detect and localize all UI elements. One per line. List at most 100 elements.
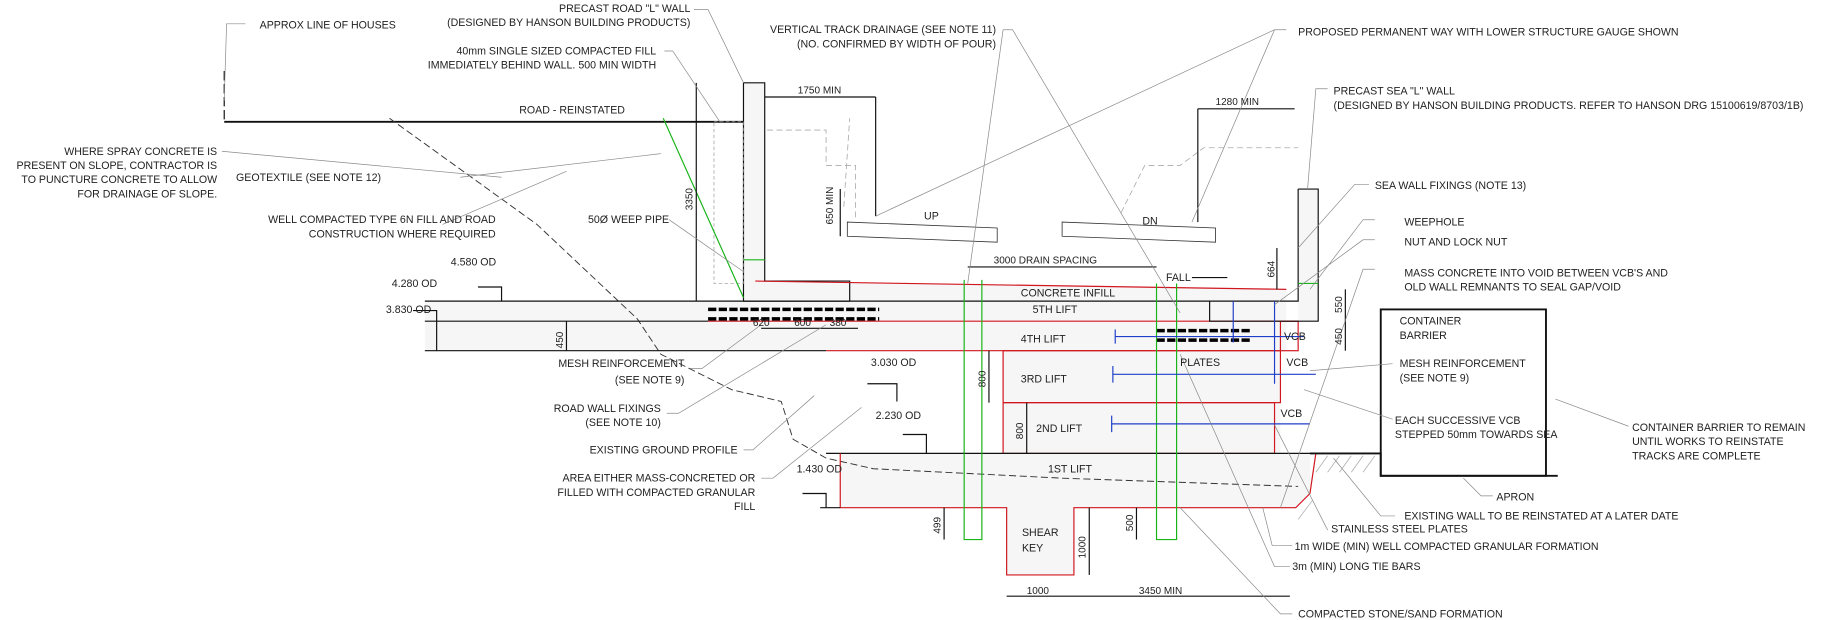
level-1430: 1.430 OD: [797, 463, 843, 475]
dim-380: 380: [830, 318, 847, 329]
label-concrete-infill: CONCRETE INFILL: [1021, 287, 1115, 299]
label-vcb-stepped-1: EACH SUCCESSIVE VCB: [1395, 415, 1521, 427]
vertical-track-drainage: [963, 279, 1178, 541]
track-up: [843, 118, 998, 243]
label-vertical-drainage-2: (NO. CONFIRMED BY WIDTH OF POUR): [797, 38, 996, 50]
dim-620: 620: [753, 318, 770, 329]
label-fill-40mm-1: 40mm SINGLE SIZED COMPACTED FILL: [456, 46, 656, 58]
leader-lines: [221, 9, 1629, 615]
label-existing-wall: EXISTING WALL TO BE REINSTATED AT A LATE…: [1404, 510, 1678, 522]
label-fill-40mm-2: IMMEDIATELY BEHIND WALL. 500 MIN WIDTH: [428, 60, 656, 72]
geotextile-line: [662, 117, 745, 298]
concrete-body: [424, 82, 1319, 575]
label-tie-bars: 3m (MIN) LONG TIE BARS: [1292, 561, 1420, 573]
level-4280: 4.280 OD: [392, 278, 438, 290]
dim-1280: 1280 MIN: [1216, 97, 1259, 108]
label-1st-lift: 1ST LIFT: [1048, 463, 1093, 475]
label-stainless: STAINLESS STEEL PLATES: [1331, 523, 1468, 535]
label-3rd-lift: 3RD LIFT: [1021, 374, 1068, 386]
label-vcb-3: VCB: [1286, 357, 1308, 369]
dim-3000: 3000 DRAIN SPACING: [994, 255, 1098, 266]
label-5th-lift: 5TH LIFT: [1033, 304, 1078, 316]
label-fall: FALL: [1166, 272, 1191, 284]
dim-600: 600: [794, 318, 811, 329]
level-markers: [413, 286, 927, 508]
label-plates: PLATES: [1180, 357, 1220, 369]
existing-ground-profile: [389, 117, 1299, 487]
label-sea-l-wall-2: (DESIGNED BY HANSON BUILDING PRODUCTS. R…: [1334, 100, 1804, 112]
label-4th-lift: 4TH LIFT: [1021, 333, 1066, 345]
label-mesh-left-1: MESH REINFORCEMENT: [558, 358, 685, 370]
dim-1000-vertical: 1000: [1078, 536, 1089, 559]
lift-outlines: [424, 280, 1381, 576]
label-dn: DN: [1142, 215, 1157, 227]
label-apron: APRON: [1496, 492, 1534, 504]
label-container-2: BARRIER: [1400, 330, 1448, 342]
label-vertical-drainage-1: VERTICAL TRACK DRAINAGE (SEE NOTE 11): [770, 24, 996, 36]
dim-450-right: 450: [1334, 328, 1345, 345]
dim-650: 650 MIN: [825, 187, 836, 225]
label-shear-key-2: KEY: [1022, 542, 1043, 554]
label-mass-concrete-2: OLD WALL REMNANTS TO SEAL GAP/VOID: [1404, 282, 1621, 294]
dim-550: 550: [1334, 296, 1345, 313]
label-granular-1m: 1m WIDE (MIN) WELL COMPACTED GRANULAR FO…: [1295, 541, 1599, 553]
label-compacted-stone: COMPACTED STONE/SAND FORMATION: [1298, 608, 1503, 620]
label-road-reinstated: ROAD - REINSTATED: [519, 105, 625, 117]
label-type-6n-1: WELL COMPACTED TYPE 6N FILL AND ROAD: [268, 214, 496, 226]
label-road-l-wall-2: (DESIGNED BY HANSON BUILDING PRODUCTS): [447, 17, 690, 29]
label-road-l-wall-1: PRECAST ROAD "L" WALL: [559, 3, 690, 15]
label-mass-concrete-1: MASS CONCRETE INTO VOID BETWEEN VCB'S AN…: [1404, 267, 1668, 279]
level-2230: 2.230 OD: [876, 410, 922, 422]
label-mesh-right-1: MESH REINFORCEMENT: [1400, 358, 1527, 370]
label-weep-pipe: 50Ø WEEP PIPE: [588, 214, 669, 226]
label-spray-concrete-3: TO PUNCTURE CONCRETE TO ALLOW: [21, 174, 217, 186]
track-dn: [1061, 147, 1299, 243]
label-nut-lock: NUT AND LOCK NUT: [1404, 237, 1507, 249]
label-sea-l-wall-1: PRECAST SEA "L" WALL: [1334, 86, 1455, 98]
dim-664: 664: [1267, 260, 1278, 277]
label-container-remain-2: UNTIL WORKS TO REINSTATE: [1632, 436, 1784, 448]
level-4580: 4.580 OD: [451, 257, 497, 269]
label-vcb-2: VCB: [1280, 408, 1302, 420]
label-vcb-stepped-2: STEPPED 50mm TOWARDS SEA: [1395, 429, 1558, 441]
label-vcb-4: VCB: [1284, 331, 1306, 343]
label-area-mass-1: AREA EITHER MASS-CONCRETED OR: [563, 473, 756, 485]
label-geotextile: GEOTEXTILE (SEE NOTE 12): [236, 172, 381, 184]
label-permanent-way: PROPOSED PERMANENT WAY WITH LOWER STRUCT…: [1298, 27, 1678, 39]
label-spray-concrete-1: WHERE SPRAY CONCRETE IS: [64, 146, 217, 158]
dim-450-left: 450: [555, 331, 566, 348]
label-2nd-lift: 2ND LIFT: [1036, 423, 1083, 435]
label-road-wall-fixings-2: (SEE NOTE 10): [585, 417, 660, 429]
label-type-6n-2: CONSTRUCTION WHERE REQUIRED: [309, 228, 496, 240]
gravel-fill: [713, 121, 744, 284]
label-sea-wall-fixings: SEA WALL FIXINGS (NOTE 13): [1375, 180, 1526, 192]
label-mesh-left-2: (SEE NOTE 9): [615, 375, 685, 387]
label-existing-ground: EXISTING GROUND PROFILE: [590, 444, 738, 456]
dim-3350: 3350: [685, 188, 696, 211]
label-approx-houses: APPROX LINE OF HOUSES: [260, 20, 396, 32]
dimension-lines: [565, 82, 1346, 597]
label-up: UP: [924, 211, 939, 223]
ground-hatch: [1297, 455, 1376, 520]
dim-3450: 3450 MIN: [1139, 586, 1182, 597]
level-3830: 3.830 OD: [386, 304, 432, 316]
label-container-remain-3: TRACKS ARE COMPLETE: [1632, 450, 1761, 462]
dim-1000-horizontal: 1000: [1027, 586, 1050, 597]
label-area-mass-2: FILLED WITH COMPACTED GRANULAR: [557, 487, 755, 499]
label-shear-key-1: SHEAR: [1022, 527, 1059, 539]
label-area-mass-3: FILL: [734, 501, 755, 513]
dim-800-upper: 800: [977, 370, 988, 387]
level-3030: 3.030 OD: [871, 357, 917, 369]
label-container-1: CONTAINER: [1400, 316, 1462, 328]
label-mesh-right-2: (SEE NOTE 9): [1400, 372, 1470, 384]
label-road-wall-fixings-1: ROAD WALL FIXINGS: [554, 403, 661, 415]
label-weephole: WEEPHOLE: [1404, 217, 1464, 229]
label-container-remain-1: CONTAINER BARRIER TO REMAIN: [1632, 422, 1805, 434]
dim-499: 499: [933, 516, 944, 533]
sea-l-wall: [1209, 188, 1319, 322]
dim-500: 500: [1125, 514, 1136, 531]
apron-line: [1309, 452, 1558, 477]
dim-800-lower: 800: [1015, 422, 1026, 439]
